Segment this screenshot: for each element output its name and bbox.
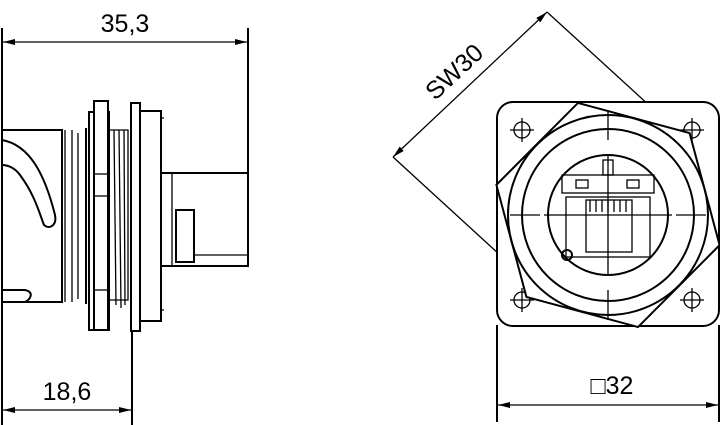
dimension-label-35-3: 35,3	[101, 10, 150, 38]
dimension-label-sw30: SW30	[420, 39, 489, 106]
dimension-label-square-32: □32	[591, 372, 634, 400]
connector-front-face	[495, 101, 720, 329]
dimension-label-18-6: 18,6	[43, 378, 92, 406]
connector-side-body	[1, 100, 249, 332]
dimension-line-sw30	[392, 11, 548, 158]
mounting-holes	[510, 118, 704, 312]
front-view: □32 SW30	[392, 11, 720, 422]
side-view: 35,3 18,6	[1, 10, 249, 425]
extension-line-sw30-bottom	[392, 156, 501, 256]
rj45-jack	[561, 159, 655, 261]
